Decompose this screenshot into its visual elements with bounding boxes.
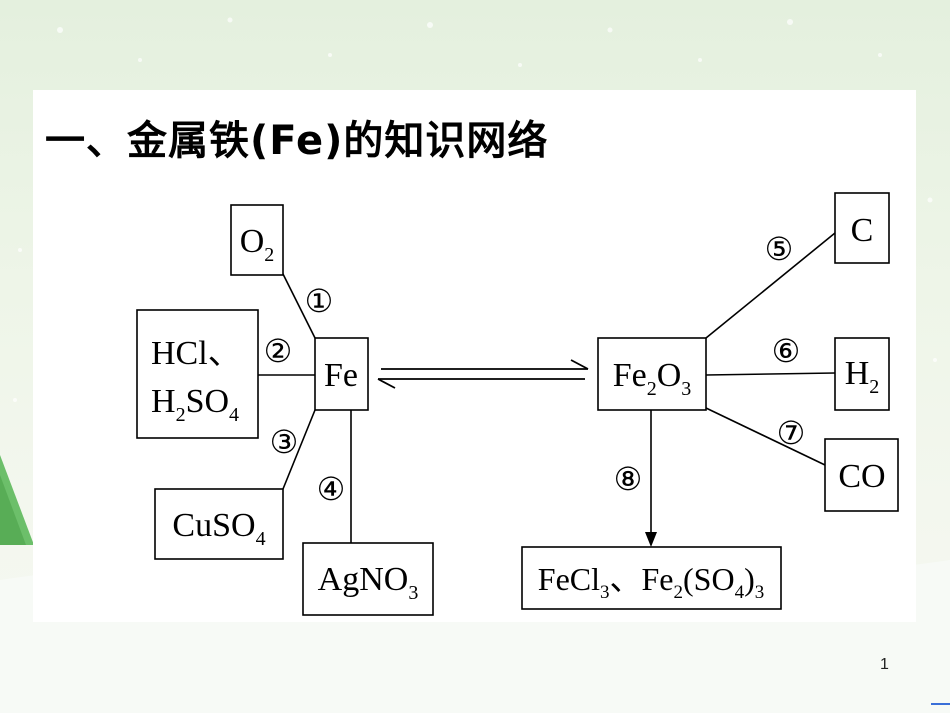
marker-2: ②: [264, 332, 293, 370]
marker-7: ⑦: [777, 414, 806, 452]
node-cuso4-box: [154, 488, 284, 560]
node-fe-label: Fe: [324, 357, 358, 394]
marker-6: ⑥: [772, 332, 801, 370]
marker-3: ③: [270, 423, 299, 461]
connector-c-fe2o3: [705, 232, 836, 339]
marker-4: ④: [317, 470, 346, 508]
node-fe2o3-box: [597, 337, 707, 411]
marker-5: ⑤: [765, 230, 794, 268]
node-h2so4-label: H2SO4: [151, 383, 239, 426]
arrowhead-products: [645, 532, 657, 547]
corner-accent-line: [931, 703, 950, 705]
node-products-box: [521, 546, 782, 610]
reversible-arrow: [377, 359, 589, 389]
node-co-label: CO: [838, 458, 885, 495]
node-h2-label: H2: [845, 355, 880, 398]
node-agno3-label: AgNO3: [318, 561, 419, 604]
node-cuso4-label: CuSO4: [172, 507, 265, 550]
connector-co-fe2o3: [705, 407, 826, 466]
node-h2-box: [834, 337, 890, 411]
node-o2-label: O2: [240, 223, 275, 266]
connector-cuso4-fe: [282, 409, 316, 490]
node-fe2o3-label: Fe2O3: [613, 357, 692, 400]
node-acids-box: [136, 309, 259, 439]
iron-knowledge-network-diagram: O2 HCl、 H2SO4 Fe CuSO4 AgNO3 Fe2O3 C H2 …: [136, 192, 899, 616]
marker-1: ①: [305, 282, 334, 320]
node-co-box: [824, 438, 899, 512]
content-panel: 一、金属铁(Fe)的知识网络: [33, 90, 916, 622]
tree-decoration: [0, 455, 34, 545]
marker-8: ⑧: [614, 460, 643, 498]
slide-title: 一、金属铁(Fe)的知识网络: [45, 118, 549, 164]
node-products-label: FeCl3、Fe2(SO4)3: [538, 561, 764, 603]
node-c-box: [834, 192, 890, 264]
node-fe-box: [314, 337, 369, 411]
node-c-label: C: [851, 212, 874, 249]
node-o2-box: [230, 204, 284, 276]
connector-h2-fe2o3: [705, 372, 836, 376]
connector-o2-fe: [280, 269, 316, 339]
node-agno3-box: [302, 542, 434, 616]
page-number: 1: [880, 656, 889, 673]
node-hcl-label: HCl、: [151, 335, 242, 372]
